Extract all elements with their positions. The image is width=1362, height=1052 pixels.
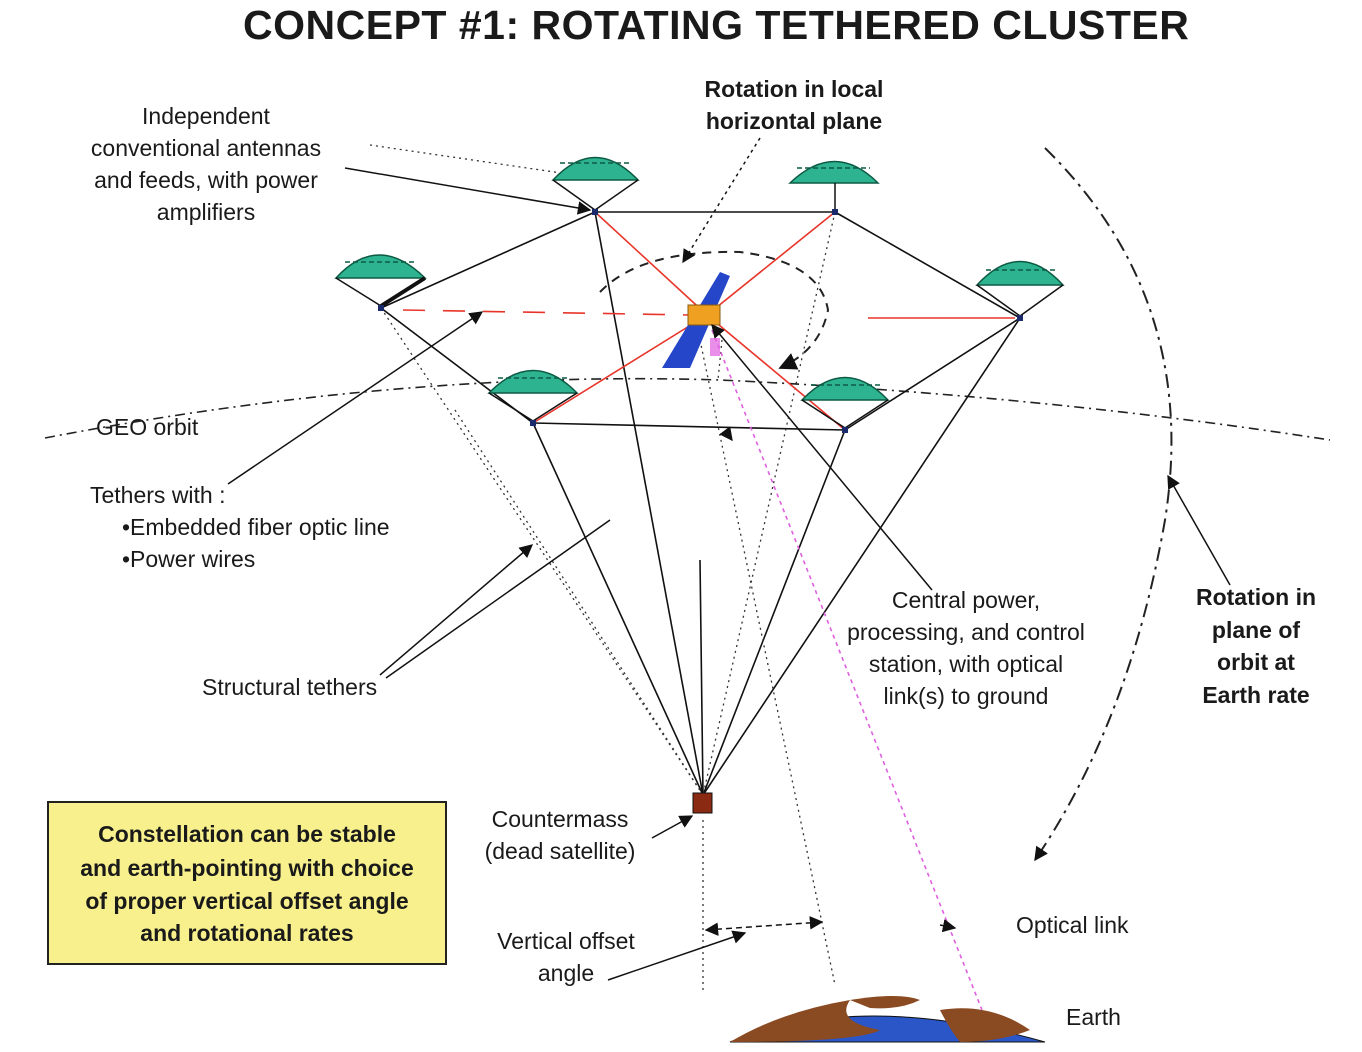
diagram-title: CONCEPT #1: ROTATING TETHERED CLUSTER	[243, 2, 1190, 48]
orbit-rotation-arc	[1034, 147, 1173, 862]
central-station-label: Central power, processing, and control s…	[826, 584, 1106, 712]
antenna-right	[975, 260, 1065, 317]
central-station-line: processing, and control	[847, 619, 1085, 645]
tether-item: •Power wires	[122, 546, 256, 572]
rotation-orbit-line: Earth rate	[1202, 681, 1310, 708]
rotation-local-line: Rotation in local	[704, 76, 884, 102]
rotation-orbit-label: Rotation in plane of orbit at Earth rate	[1176, 581, 1336, 711]
local-rotation-ellipse	[599, 250, 830, 370]
leader-lines	[227, 137, 1231, 981]
tether-item: •Embedded fiber optic line	[122, 514, 390, 540]
countermass-label: Countermass (dead satellite)	[474, 803, 646, 867]
note-line: of proper vertical offset angle	[85, 888, 409, 914]
red-tethers	[402, 211, 1015, 431]
stability-note-box: Constellation can be stable and earth-po…	[47, 801, 447, 965]
rotation-local-label: Rotation in local horizontal plane	[664, 73, 924, 137]
dotted-tethers	[369, 144, 836, 990]
note-line: and rotational rates	[140, 920, 354, 946]
antennas-label-line: conventional antennas	[90, 135, 322, 161]
earth-globe	[729, 996, 1046, 1043]
countermass-line: Countermass	[491, 806, 629, 832]
rotation-orbit-line: Rotation in	[1195, 584, 1317, 610]
rotation-local-line: horizontal plane	[705, 108, 883, 134]
tether-nodes	[378, 209, 1023, 433]
countermass-line: (dead satellite)	[484, 838, 636, 864]
antenna-bottom-left	[487, 369, 579, 422]
geo-orbit-label: GEO orbit	[96, 414, 199, 440]
vertical-offset-line: Vertical offset	[497, 928, 635, 954]
optical-link-label: Optical link	[1016, 912, 1129, 938]
antennas-label-line: and feeds, with power	[94, 167, 318, 193]
antenna-left	[334, 254, 427, 308]
vertical-offset-line: angle	[537, 960, 595, 986]
rotation-orbit-line: orbit at	[1217, 649, 1295, 675]
tethers-with-heading: Tethers with :	[90, 482, 226, 508]
central-satellite	[662, 272, 730, 368]
antennas-label-line: Independent	[142, 103, 270, 129]
countermass-block	[692, 792, 713, 814]
vertical-offset-label: Vertical offset angle	[480, 925, 652, 989]
structural-tethers-label: Structural tethers	[202, 674, 378, 700]
structural-tethers	[380, 211, 1021, 796]
antenna-top-left	[551, 156, 640, 211]
geo-orbit-arc	[44, 377, 1331, 441]
antenna-top-right	[788, 160, 880, 210]
antenna-dishes	[334, 156, 1065, 429]
antenna-bottom-right	[800, 376, 890, 429]
rotation-orbit-line: plane of	[1211, 616, 1301, 643]
antennas-label-line: amplifiers	[156, 199, 256, 225]
central-station-line: station, with optical	[868, 651, 1064, 677]
note-line: and earth-pointing with choice	[80, 855, 414, 881]
tethers-with-label: Tethers with : •Embedded fiber optic lin…	[90, 479, 390, 575]
antennas-label: Independent conventional antennas and fe…	[66, 100, 346, 228]
optical-link-beam	[711, 329, 983, 1011]
central-station-line: Central power,	[891, 587, 1041, 613]
note-line: Constellation can be stable	[98, 821, 396, 847]
earth-label: Earth	[1066, 1004, 1121, 1030]
central-station-line: link(s) to ground	[883, 683, 1049, 709]
